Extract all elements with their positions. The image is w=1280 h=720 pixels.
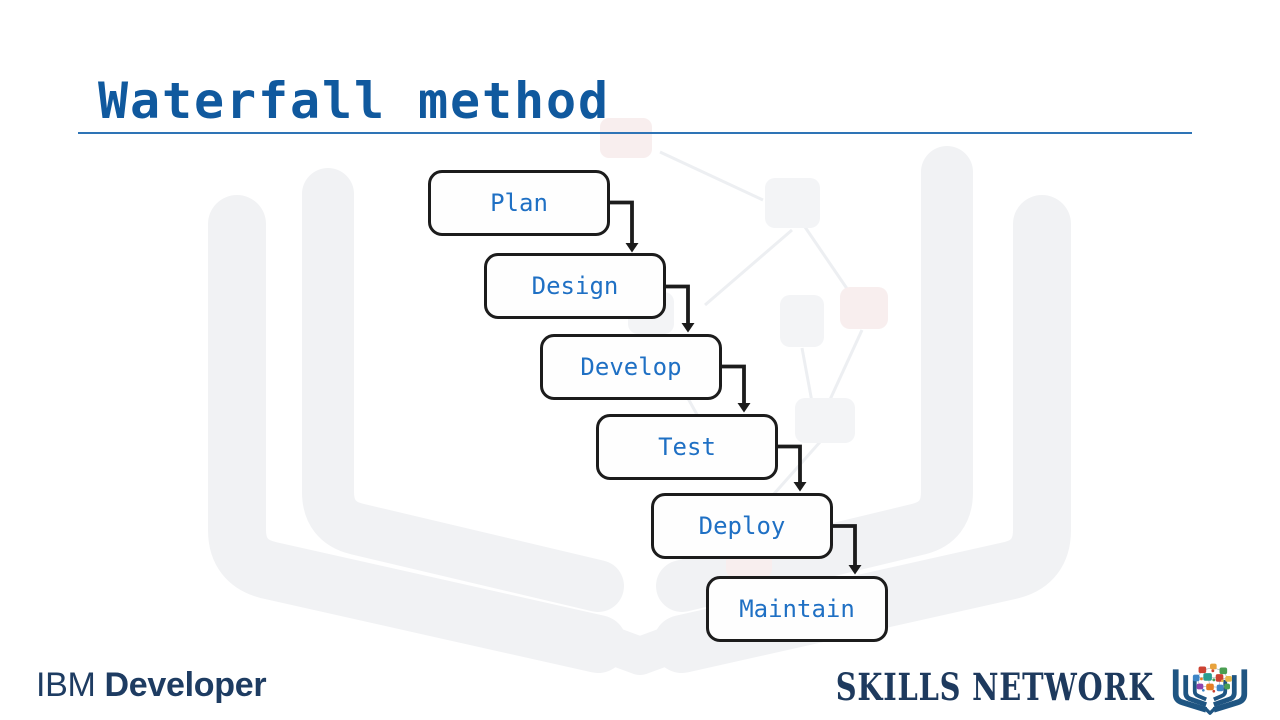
flow-step-maintain: Maintain xyxy=(706,576,888,642)
skills-network-logo: SKILLS NETWORK xyxy=(746,658,1250,715)
flow-step-label: Deploy xyxy=(698,512,786,540)
title-underline xyxy=(78,132,1192,134)
flow-arrow xyxy=(778,444,802,483)
flow-step-plan: Plan xyxy=(428,170,610,236)
ibm-brand-text: IBM xyxy=(36,666,96,704)
flow-step-label: Plan xyxy=(490,189,548,217)
flow-step-label: Design xyxy=(531,272,619,300)
flow-arrowhead xyxy=(625,243,639,253)
flow-step-label: Test xyxy=(658,433,716,461)
open-book-brain-network-icon xyxy=(1172,663,1248,715)
ibm-product-text: Developer xyxy=(104,666,267,704)
flow-arrow xyxy=(666,284,690,324)
flow-step-design: Design xyxy=(484,253,666,319)
flow-arrow xyxy=(722,364,746,404)
flow-step-test: Test xyxy=(596,414,778,480)
flow-arrowhead xyxy=(681,323,695,333)
flow-step-deploy: Deploy xyxy=(651,493,833,559)
flow-step-label: Maintain xyxy=(739,595,855,623)
flow-arrowhead xyxy=(848,565,862,575)
flow-arrowhead xyxy=(793,482,807,492)
flow-step-label: Develop xyxy=(580,353,682,381)
flow-arrowhead xyxy=(737,403,751,413)
flow-arrow xyxy=(833,524,857,566)
skills-network-text: SKILLS NETWORK xyxy=(835,664,1154,709)
flow-step-develop: Develop xyxy=(540,334,722,400)
flow-arrow xyxy=(610,200,634,244)
page-title: Waterfall method xyxy=(98,72,611,130)
